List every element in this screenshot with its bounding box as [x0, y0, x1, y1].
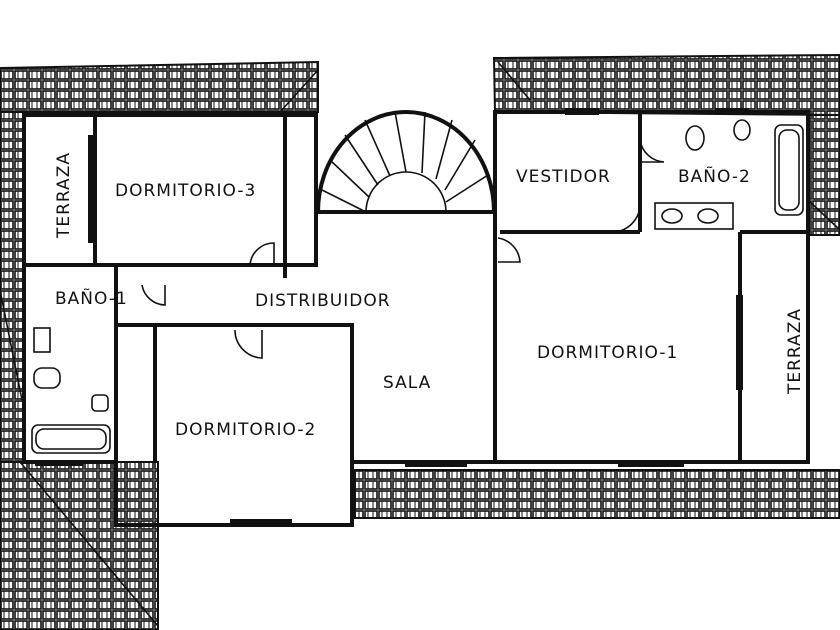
doors [141, 139, 665, 359]
bathroom-fixtures [31, 119, 804, 454]
label-vestidor: VESTIDOR [516, 167, 611, 187]
label-dormitorio-3: DORMITORIO-3 [115, 181, 256, 201]
label-terraza-right: TERRAZA [785, 308, 805, 395]
label-terraza-left: TERRAZA [54, 152, 74, 239]
label-dormitorio-1: DORMITORIO-1 [537, 343, 678, 363]
roof-tiles [0, 53, 840, 630]
room-labels: TERRAZA DORMITORIO-3 VESTIDOR BAÑO-2 BAÑ… [54, 152, 805, 440]
label-dormitorio-2: DORMITORIO-2 [175, 420, 316, 440]
label-distribuidor: DISTRIBUIDOR [255, 291, 391, 311]
label-bano-2: BAÑO-2 [678, 165, 751, 187]
spiral-staircase [316, 110, 496, 213]
label-bano-1: BAÑO-1 [55, 287, 128, 309]
windows [35, 108, 749, 526]
roof-hip-lines [0, 61, 840, 627]
label-sala: SALA [383, 373, 431, 393]
